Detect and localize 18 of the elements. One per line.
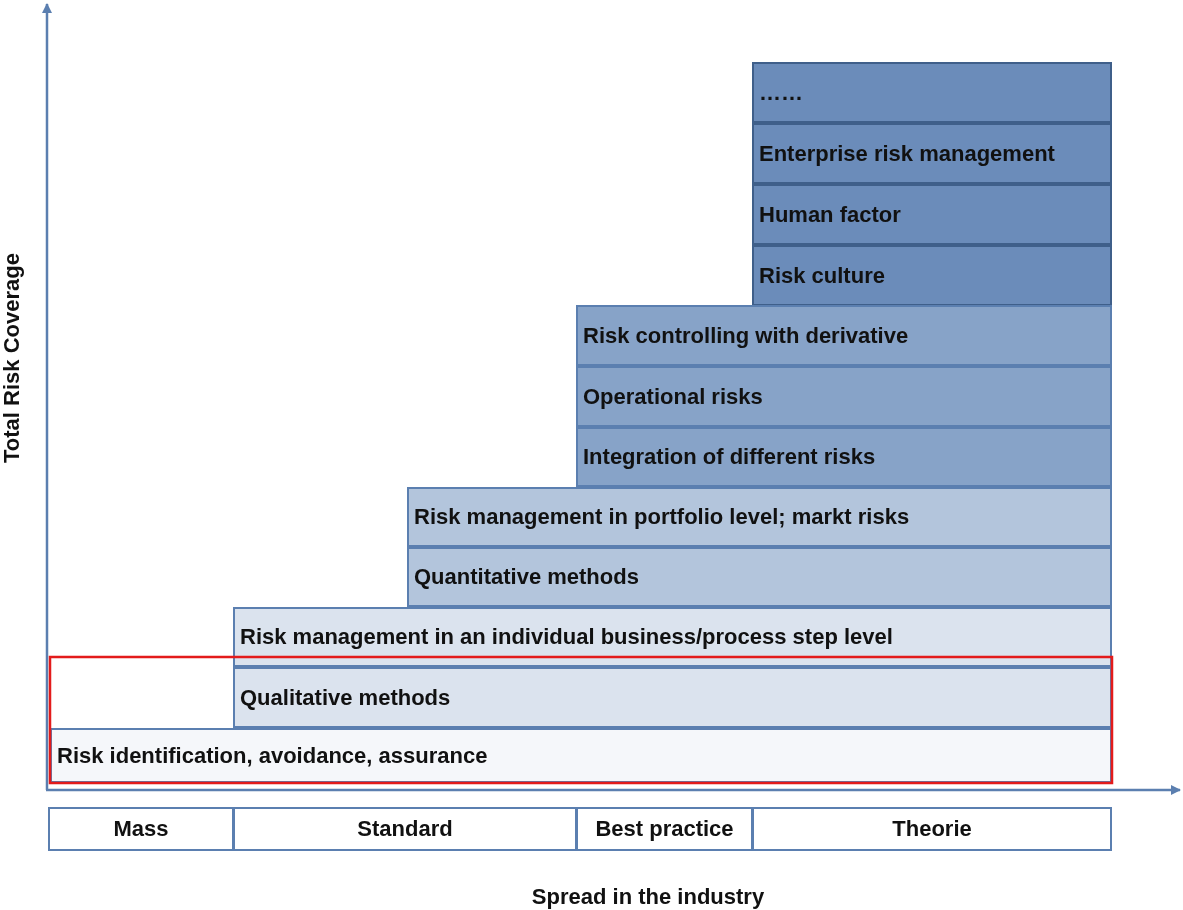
category-cell: Mass — [48, 807, 234, 851]
category-cell: Theorie — [752, 807, 1112, 851]
level-bar: Operational risks — [576, 366, 1112, 427]
level-bar: Human factor — [752, 184, 1112, 245]
axis-title: Spread in the industry — [531, 884, 765, 910]
level-bar: Risk identification, avoidance, assurance — [50, 728, 1112, 783]
level-bar: Risk management in portfolio level; markt risks — [407, 487, 1112, 547]
level-bar: Risk management in an individual business/process step level — [233, 607, 1112, 667]
level-bar: Quantitative methods — [407, 547, 1112, 607]
level-bar: Risk culture — [752, 245, 1112, 306]
axis-title: Total Risk Coverage — [0, 253, 25, 463]
level-bar: Enterprise risk management — [752, 123, 1112, 184]
category-cell: Standard — [233, 807, 577, 851]
level-bar: Integration of different risks — [576, 427, 1112, 487]
level-bar: Qualitative methods — [233, 667, 1112, 728]
category-cell: Best practice — [576, 807, 753, 851]
level-bar: …… — [752, 62, 1112, 123]
level-bar: Risk controlling with derivative — [576, 305, 1112, 366]
